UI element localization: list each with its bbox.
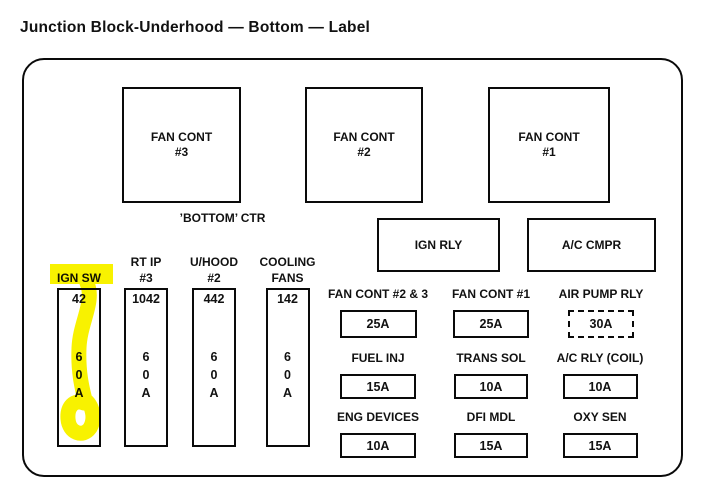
relay-box-ign-rly: IGN RLY bbox=[377, 218, 500, 272]
bottom-ctr-label: ’BOTTOM’ CTR bbox=[179, 211, 266, 225]
mini-fuse-oxy-sen: OXY SEN 15A bbox=[540, 410, 660, 458]
circuit-number: 142 bbox=[277, 292, 298, 306]
mini-fuse-trans-sol: TRANS SOL 10A bbox=[434, 351, 548, 399]
relay-label: FAN CONT bbox=[333, 130, 395, 144]
mini-fuse-name: A/C RLY (COIL) bbox=[556, 351, 644, 365]
maxi-fuse-body: 142 6 0 A bbox=[265, 288, 310, 447]
mini-fuse-body: 25A bbox=[339, 310, 417, 338]
amp-rating: 10A bbox=[588, 379, 612, 394]
mini-fuse-body: 15A bbox=[562, 433, 638, 458]
relay-box-ac-cmpr: A/C CMPR bbox=[527, 218, 656, 272]
mini-fuse-fan-cont-1: FAN CONT #1 25A bbox=[434, 287, 548, 338]
relay-label: FAN CONT bbox=[150, 130, 213, 144]
mini-fuse-body: 15A bbox=[454, 433, 528, 458]
mini-fuse-name: ENG DEVICES bbox=[336, 410, 420, 424]
relay-box-fan-cont-3: FAN CONT #3 bbox=[122, 87, 241, 203]
maxi-fuse-body: 442 6 0 A bbox=[192, 288, 236, 447]
circuit-number: 42 bbox=[72, 292, 86, 306]
maxi-fuse-name: RT IP #3 bbox=[130, 255, 162, 285]
amp-rating: 10A bbox=[366, 438, 390, 453]
amp-rating: 6 0 A bbox=[282, 350, 293, 400]
relay-number: #1 bbox=[542, 145, 556, 159]
relay-number: #2 bbox=[357, 145, 371, 159]
mini-fuse-air-pump-rly: AIR PUMP RLY 30A bbox=[545, 287, 657, 338]
mini-fuse-fuel-inj: FUEL INJ 15A bbox=[318, 351, 438, 399]
mini-fuse-name: DFI MDL bbox=[466, 410, 516, 424]
mini-fuse-name: OXY SEN bbox=[573, 410, 627, 424]
mini-fuse-eng-devices: ENG DEVICES 10A bbox=[318, 410, 438, 458]
mini-fuse-fan-cont-2-3: FAN CONT #2 & 3 25A bbox=[318, 287, 438, 338]
maxi-fuse-name: U/HOOD #2 bbox=[190, 255, 238, 285]
mini-fuse-body: 15A bbox=[340, 374, 416, 399]
maxi-fuse-name: IGN SW bbox=[57, 271, 101, 285]
maxi-fuse-body: 42 6 0 A bbox=[57, 288, 101, 447]
mini-fuse-name: FAN CONT #1 bbox=[451, 287, 530, 301]
amp-rating: 15A bbox=[479, 438, 503, 453]
maxi-fuse-rt-ip-3: RT IP #3 1042 6 0 A bbox=[113, 250, 179, 447]
mini-fuse-body: 10A bbox=[340, 433, 416, 458]
maxi-fuse-cooling-fans: COOLING FANS 142 6 0 A bbox=[254, 250, 321, 447]
maxi-fuse-name: COOLING FANS bbox=[259, 255, 316, 285]
amp-rating: 15A bbox=[588, 438, 612, 453]
circuit-number: 1042 bbox=[132, 292, 160, 306]
mini-fuse-name: FUEL INJ bbox=[351, 351, 405, 365]
mini-fuse-body-dashed: 30A bbox=[568, 310, 634, 338]
relay-box-fan-cont-2: FAN CONT #2 bbox=[305, 87, 423, 203]
page-title: Junction Block-Underhood — Bottom — Labe… bbox=[20, 19, 371, 36]
maxi-fuse-uhood-2: U/HOOD #2 442 6 0 A bbox=[181, 250, 247, 447]
mini-fuse-body: 10A bbox=[454, 374, 528, 399]
mini-fuse-body: 25A bbox=[453, 310, 529, 338]
relay-label: FAN CONT bbox=[518, 130, 580, 144]
amp-rating: 6 0 A bbox=[141, 350, 151, 400]
mini-fuse-name: TRANS SOL bbox=[456, 351, 526, 365]
mini-fuse-dfi-mdl: DFI MDL 15A bbox=[434, 410, 548, 458]
amp-rating: 10A bbox=[479, 379, 503, 394]
relay-number: #3 bbox=[174, 145, 189, 159]
amp-rating: 25A bbox=[366, 317, 390, 331]
mini-fuse-ac-rly-coil: A/C RLY (COIL) 10A bbox=[540, 351, 660, 399]
amp-rating: 6 0 A bbox=[74, 350, 84, 400]
amp-rating: 25A bbox=[479, 317, 503, 331]
mini-fuse-body: 10A bbox=[562, 374, 638, 399]
amp-rating: 6 0 A bbox=[209, 350, 219, 400]
amp-rating: 30A bbox=[589, 317, 613, 331]
circuit-number: 442 bbox=[203, 292, 225, 306]
amp-rating: 15A bbox=[366, 379, 390, 394]
relay-label: IGN RLY bbox=[414, 237, 463, 252]
maxi-fuse-ign-sw: IGN SW 42 6 0 A bbox=[46, 250, 112, 447]
relay-box-fan-cont-1: FAN CONT #1 bbox=[488, 87, 610, 203]
maxi-fuse-body: 1042 6 0 A bbox=[124, 288, 168, 447]
mini-fuse-name: FAN CONT #2 & 3 bbox=[327, 287, 429, 301]
mini-fuse-name: AIR PUMP RLY bbox=[558, 287, 644, 301]
relay-label: A/C CMPR bbox=[561, 237, 622, 252]
